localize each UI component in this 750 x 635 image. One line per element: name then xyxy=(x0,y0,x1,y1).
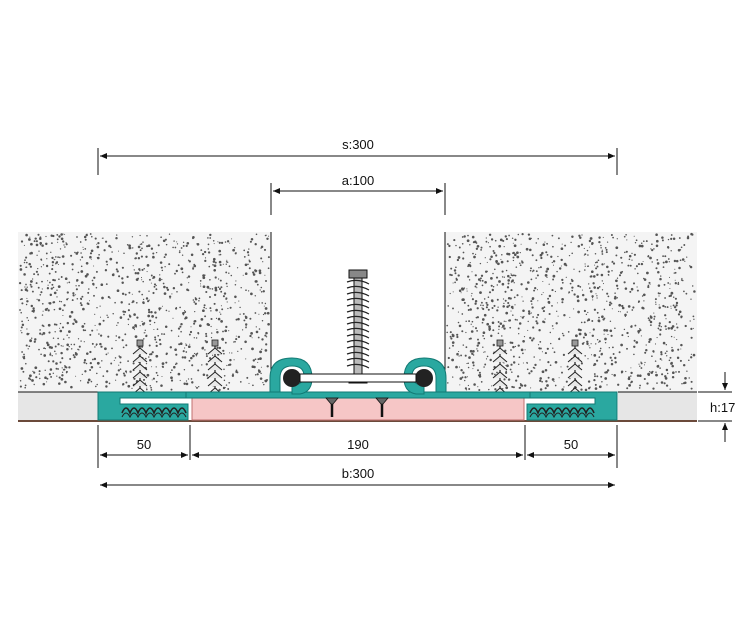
concrete-slab-right xyxy=(445,232,697,392)
center-insert xyxy=(191,397,525,421)
dimension-b-label: b:300 xyxy=(342,466,375,481)
concrete-slab-left xyxy=(18,232,271,392)
dimension-h-label: h:17 xyxy=(710,400,735,415)
bellows-right xyxy=(529,407,595,419)
screw-left xyxy=(325,397,339,417)
dimension-a-label: a:100 xyxy=(342,173,375,188)
screw-right xyxy=(375,397,389,417)
rubber-seal-right xyxy=(415,369,433,387)
dimension-b: b:300 xyxy=(100,466,615,488)
dimension-right-flange-label: 50 xyxy=(564,437,578,452)
dimension-center-label: 190 xyxy=(347,437,369,452)
dimension-flanges: 50 190 50 xyxy=(97,425,618,468)
dimension-s: s:300 xyxy=(97,137,618,175)
cover-bar xyxy=(299,373,417,383)
bellows-left xyxy=(121,407,187,419)
rubber-seal-left xyxy=(283,369,301,387)
dimension-a: a:100 xyxy=(270,173,446,215)
dimension-left-flange-label: 50 xyxy=(137,437,151,452)
screed-layer xyxy=(18,391,697,422)
spring-bolt xyxy=(346,269,370,384)
dimension-h: h:17 xyxy=(698,372,735,442)
dimension-s-label: s:300 xyxy=(342,137,374,152)
anchor-dowels xyxy=(132,339,583,398)
